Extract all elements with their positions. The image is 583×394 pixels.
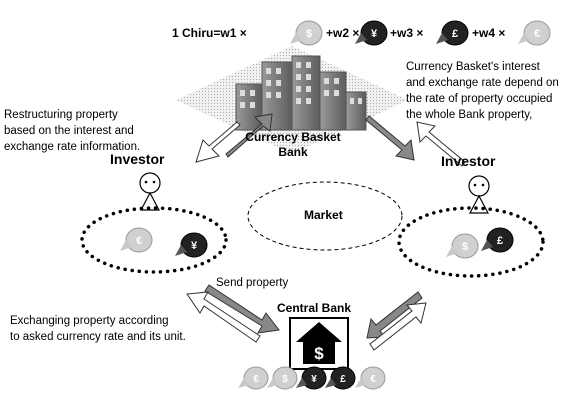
central-bank-label: Central Bank	[277, 301, 352, 315]
formula-plus-2: +	[390, 26, 398, 40]
coin-symbol: €	[534, 28, 540, 40]
arrow-central-bank-to-left-portfolio-outline	[186, 291, 261, 343]
arrow-bank-to-right-investor	[365, 115, 415, 161]
investor-right-label: Investor	[441, 153, 496, 169]
formula-weight-3: w3	[397, 26, 414, 40]
send-property-label: Send property	[216, 277, 289, 289]
formula-coin-yen-icon: ¥	[355, 20, 388, 46]
formula-term-4: +w4 ×	[472, 26, 505, 40]
exchanging-note-line-1: Exchanging property according	[10, 315, 169, 327]
basket-note-line-3: the rate of property occupied	[406, 93, 553, 105]
restructuring-note-line-1: Restructuring property	[4, 109, 118, 121]
coin-symbol: $	[306, 28, 312, 40]
formula-lhs: 1 Chiru=w1 ×	[172, 26, 247, 40]
bank-label-line-1: Currency Basket	[245, 130, 341, 144]
currency-basket-bank-label: Currency Basket Bank	[235, 130, 351, 160]
arrow-left-portfolio-to-central-bank	[204, 284, 280, 334]
right-portfolio-dollar-coin-icon: $	[446, 233, 479, 259]
formula-coin-dollar-icon: $	[290, 20, 323, 46]
coin-symbol: £	[452, 28, 458, 40]
left-portfolio-euro-coin-icon: €	[120, 227, 153, 253]
arrow-right-portfolio-to-central-bank	[366, 291, 423, 339]
arrow-left-investor-to-bank-outline	[195, 121, 241, 163]
arrow-bank-to-left-investor	[225, 113, 273, 158]
coin-symbol: £	[340, 374, 346, 385]
formula-coin-euro-icon: €	[518, 20, 551, 46]
coin-symbol: ¥	[311, 374, 317, 385]
formula-term-2: +w2 ×	[326, 26, 359, 40]
formula-term-3: +w3 ×	[390, 26, 423, 40]
arrow-right-investor-to-bank-outline	[416, 121, 466, 167]
market-label: Market	[304, 208, 343, 222]
coin-symbol: ¥	[371, 28, 378, 40]
formula-times-2: ×	[352, 26, 360, 40]
reserve-dollar-coin-icon: $	[267, 366, 298, 390]
investor-right-figure-icon	[468, 175, 490, 214]
formula-weight-2: w2	[333, 26, 350, 40]
coin-symbol: $	[462, 241, 468, 253]
formula-weight-1: w1	[220, 26, 237, 40]
formula-weight-4: w4	[479, 26, 496, 40]
coin-symbol: €	[136, 235, 142, 247]
right-investor-portfolio-ellipse	[397, 206, 545, 278]
exchanging-note: Exchanging property according to asked c…	[10, 313, 186, 345]
formula-times-1: ×	[239, 26, 247, 40]
market-ellipse	[247, 181, 403, 251]
formula-plus-1: +	[326, 26, 334, 40]
formula-plus-3: +	[472, 26, 480, 40]
restructuring-note: Restructuring property based on the inte…	[4, 107, 140, 155]
bank-label-line-2: Bank	[278, 145, 308, 159]
investor-left-figure-icon	[139, 172, 161, 211]
formula-times-4: ×	[498, 26, 506, 40]
central-bank-house-icon: $	[289, 317, 349, 370]
left-portfolio-yen-coin-icon: ¥	[175, 232, 208, 258]
coin-symbol: $	[282, 374, 288, 385]
coin-symbol: ¥	[191, 240, 198, 252]
central-bank-dollar-symbol: $	[314, 344, 324, 363]
formula-times-3: ×	[416, 26, 424, 40]
basket-note-line-1: Currency Basket's interest	[406, 61, 540, 73]
reserve-yen-coin-icon: ¥	[296, 366, 327, 390]
arrow-central-bank-to-right-portfolio-outline	[369, 302, 427, 351]
right-portfolio-pound-coin-icon: £	[481, 227, 514, 253]
basket-note-line-4: the whole Bank property,	[406, 109, 533, 121]
coin-symbol: €	[253, 374, 259, 385]
formula-coin-pound-icon: £	[436, 20, 469, 46]
formula-chiru-label: 1 Chiru	[172, 26, 214, 40]
restructuring-note-line-2: based on the interest and	[4, 125, 134, 137]
left-investor-portfolio-ellipse	[80, 206, 228, 274]
reserve-euro-coin-icon: €	[238, 366, 269, 390]
basket-note: Currency Basket's interest and exchange …	[406, 59, 559, 123]
investor-left-label: Investor	[110, 151, 165, 167]
formula-equals: =	[213, 26, 221, 40]
reserve-pound-coin-icon: £	[325, 366, 356, 390]
coin-symbol: £	[497, 235, 503, 247]
coin-symbol: €	[370, 374, 376, 385]
restructuring-note-line-3: exchange rate information.	[4, 141, 141, 153]
basket-note-line-2: and exchange rate depend on	[406, 77, 559, 89]
exchanging-note-line-2: to asked currency rate and its unit.	[10, 331, 186, 343]
reserve-euro-coin-2-icon: €	[355, 366, 386, 390]
